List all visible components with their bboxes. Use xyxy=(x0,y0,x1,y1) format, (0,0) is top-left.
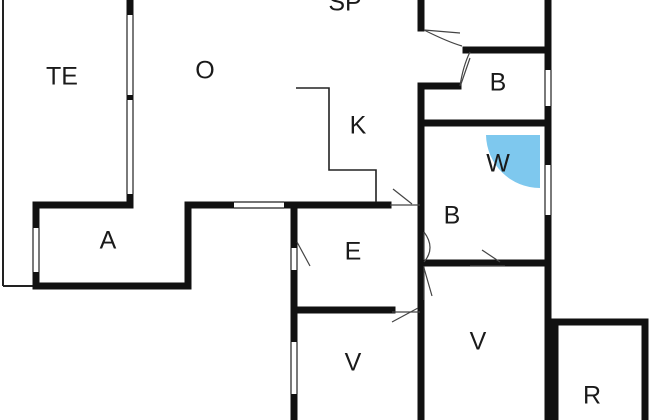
door-kitchen xyxy=(390,188,420,206)
room-label-o: O xyxy=(195,57,214,85)
room-label-sp: SP xyxy=(328,0,361,17)
room-label-a: A xyxy=(100,227,117,255)
room-label-v-right: V xyxy=(470,328,487,356)
room-label-b-top: B xyxy=(490,69,507,97)
room-label-v-left: V xyxy=(345,349,362,377)
room-label-r: R xyxy=(583,382,601,410)
door-b-v xyxy=(470,249,505,267)
window-o-te-1 xyxy=(126,15,134,95)
window-o-bottom xyxy=(234,201,284,209)
window-a xyxy=(32,228,40,272)
shower-icon xyxy=(486,135,540,188)
door-b-top xyxy=(459,51,471,87)
door-v-left xyxy=(391,307,420,323)
door-top-right xyxy=(423,29,463,47)
door-b-mid xyxy=(423,231,431,263)
window-v-left xyxy=(290,342,298,394)
doors xyxy=(296,29,505,323)
room-label-b-mid: B xyxy=(444,202,461,230)
room-label-e: E xyxy=(345,238,362,266)
room-label-k: K xyxy=(350,112,367,140)
window-w xyxy=(544,165,552,215)
room-label-te: TE xyxy=(46,63,78,91)
room-labels: TE O SP K B W B A E V V R xyxy=(46,0,601,410)
room-label-w: W xyxy=(486,150,510,178)
window-e xyxy=(290,248,298,270)
door-e-v xyxy=(423,266,433,300)
door-e xyxy=(296,241,311,267)
window-o-te-2 xyxy=(126,100,134,194)
window-b-top xyxy=(544,70,552,106)
terrace-outline xyxy=(2,0,34,287)
kitchen-counter xyxy=(296,87,377,202)
windows xyxy=(32,15,552,394)
